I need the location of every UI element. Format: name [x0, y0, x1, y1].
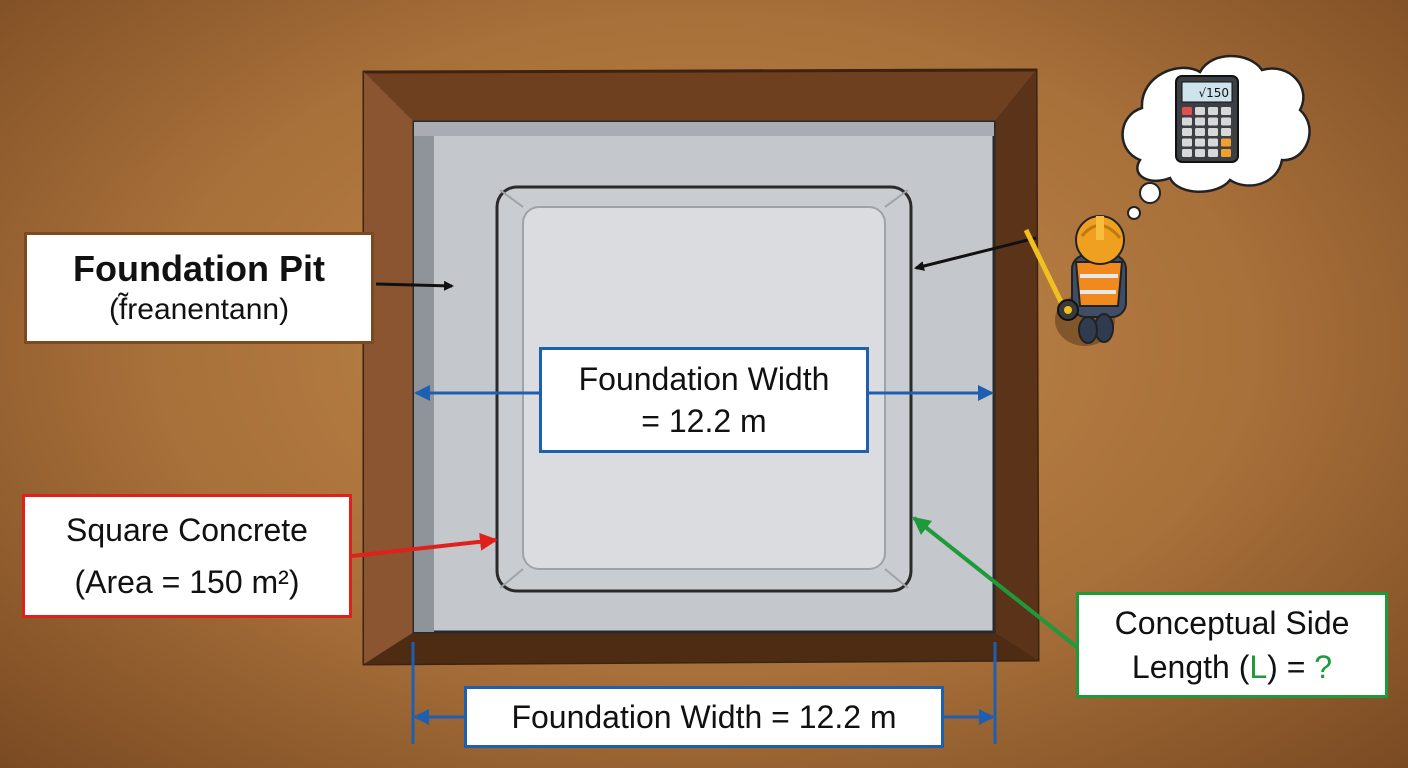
foundation-width-bottom-text: Foundation Width = 12.2 m — [511, 699, 897, 735]
length-prefix: Length ( — [1131, 649, 1250, 685]
calculator-key — [1182, 107, 1192, 115]
conceptual-side-line1: Conceptual Side — [1114, 605, 1350, 641]
calculator-key — [1182, 149, 1192, 157]
foundation-width-line2: = 12.2 m — [641, 403, 767, 439]
calculator-key — [1208, 107, 1218, 115]
conceptual-side-line2: Length (L) = ? — [1132, 645, 1332, 689]
calculator-key — [1221, 107, 1231, 115]
foundation-pit-label: Foundation Pit (f̃reanentann) — [24, 232, 374, 344]
calculator-key — [1208, 138, 1218, 147]
conceptual-pointer-arrow — [912, 516, 1080, 650]
calculator-key — [1182, 117, 1192, 126]
calculator-key — [1221, 128, 1231, 136]
foundation-pit-title: Foundation Pit — [73, 248, 325, 289]
calculator-key — [1195, 128, 1205, 136]
calculator-key — [1208, 128, 1218, 136]
calculator-key — [1208, 117, 1218, 126]
calculator-key — [1195, 149, 1205, 157]
pit-pointer-arrow — [375, 280, 454, 291]
square-concrete-label: Square Concrete (Area = 150 m²) — [22, 494, 352, 618]
calculator-key — [1221, 149, 1231, 157]
calculator-key — [1182, 128, 1192, 136]
calculator-key — [1182, 138, 1192, 147]
construction-worker-icon — [1023, 215, 1127, 346]
calculator-key — [1221, 138, 1231, 147]
square-concrete-line2: (Area = 150 m²) — [74, 564, 300, 600]
calculator-key — [1195, 117, 1205, 126]
calculator-key — [1195, 107, 1205, 115]
square-pointer-arrow — [351, 532, 498, 558]
foundation-pit-subtitle: (f̃reanentann) — [108, 293, 290, 326]
calculator-keys — [1182, 107, 1231, 157]
length-unknown: ? — [1314, 649, 1333, 685]
foundation-width-bottom-label: Foundation Width = 12.2 m — [464, 686, 944, 748]
foundation-width-label: Foundation Width = 12.2 m — [539, 347, 869, 453]
calculator-display: √150 — [1198, 86, 1229, 100]
calculator-key — [1221, 117, 1231, 126]
length-variable: L — [1249, 649, 1268, 685]
calculator-key — [1195, 138, 1205, 147]
worker-pointer-arrow — [914, 236, 1037, 271]
conceptual-side-label: Conceptual Side Length (L) = ? — [1076, 592, 1388, 698]
calculator-key — [1208, 149, 1218, 157]
length-mid: ) = — [1267, 649, 1315, 685]
foundation-width-line1: Foundation Width — [578, 361, 830, 397]
square-concrete-line1: Square Concrete — [66, 512, 308, 548]
